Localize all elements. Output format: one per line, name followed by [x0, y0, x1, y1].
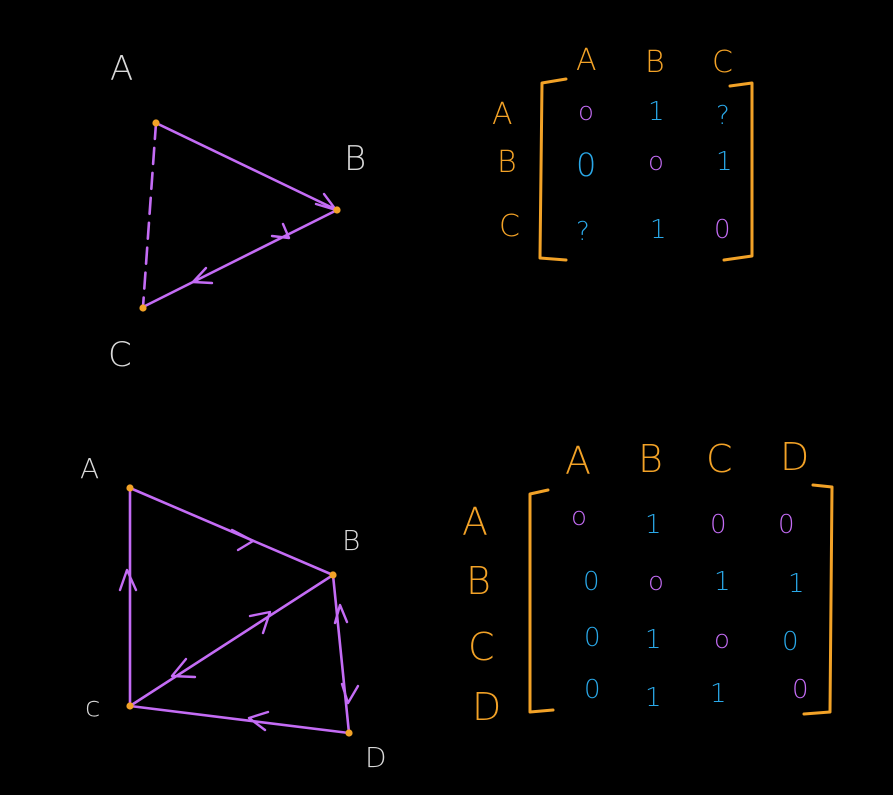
matrix-2: A B C D A B C D o 1 0 0 0 o 1 1 0 1 o 0 … [462, 435, 834, 729]
node-a [126, 484, 134, 492]
edge-b-c [141, 208, 339, 309]
matrix-2-row-header-c: C [468, 625, 495, 669]
arrowhead-d-to-b [333, 603, 349, 625]
matrix-1-left-bracket [538, 77, 568, 262]
matrix-1-cell: ? [576, 217, 590, 247]
node-c [139, 304, 147, 312]
node-label-b: B [342, 524, 360, 557]
graph-1: A B C [108, 49, 366, 375]
node-a [152, 119, 160, 127]
arrowhead-b-to-c [170, 657, 197, 679]
matrix-2-row-header-d: D [472, 685, 501, 729]
node-label-c: c [85, 690, 100, 723]
arrowhead-c-a [118, 568, 138, 592]
matrix-2-cell: 0 [584, 623, 601, 653]
node-label-a: A [110, 49, 133, 89]
matrix-1-right-bracket [722, 81, 754, 262]
arrowhead-b-to-c [191, 266, 214, 285]
edge-b-c [128, 573, 335, 708]
matrix-1-cell: 1 [650, 215, 667, 245]
edge-a-b [128, 486, 335, 577]
matrix-1-col-header-a: A [576, 43, 597, 78]
node-label-d: D [365, 741, 387, 774]
node-d [345, 729, 353, 737]
node-label-b: B [344, 139, 366, 179]
matrix-2-cell: o [648, 567, 664, 597]
matrix-2-cell: 1 [714, 567, 731, 597]
matrix-1-row-header-a: A [492, 97, 513, 132]
arrowhead-a-b [230, 528, 255, 552]
matrix-2-cell: 0 [710, 510, 727, 540]
matrix-2-cell: 1 [645, 683, 662, 713]
matrix-2-col-header-d: D [780, 435, 809, 479]
node-label-c: C [108, 335, 132, 375]
node-label-a: A [80, 452, 99, 485]
matrix-1-cell: 1 [716, 147, 733, 177]
matrix-2-col-header-b: B [638, 437, 663, 481]
graph-2: A B c D [80, 452, 387, 774]
edge-b-d [331, 573, 351, 735]
matrix-2-cell: 1 [645, 625, 662, 655]
node-b [329, 571, 337, 579]
matrix-2-right-bracket [802, 483, 834, 716]
matrix-1-col-header-c: C [712, 45, 733, 80]
edge-a-b [154, 121, 339, 212]
matrix-2-col-header-c: C [706, 437, 733, 481]
matrix-2-cell: 0 [782, 627, 799, 657]
matrix-2-cell: 0 [584, 675, 601, 705]
matrix-2-cell: 1 [788, 569, 805, 599]
matrix-2-cell: 0 [583, 567, 600, 597]
matrix-1-col-header-b: B [645, 45, 665, 80]
matrix-1-row-header-b: B [497, 145, 517, 180]
arrowhead-b-to-d [340, 682, 360, 705]
matrix-2-cell: 1 [710, 679, 727, 709]
matrix-1-cell: 1 [648, 97, 665, 127]
matrix-1-cell: o [578, 97, 594, 127]
matrix-2-cell: 0 [778, 510, 795, 540]
matrix-1: A B C A B C o 1 ? 0 o 1 ? 1 0 [492, 43, 754, 262]
node-c [126, 702, 134, 710]
matrix-2-cell: 0 [792, 675, 809, 705]
matrix-2-left-bracket [528, 488, 555, 714]
node-b [333, 206, 341, 214]
matrix-2-col-header-a: A [565, 439, 591, 483]
matrix-2-cell: o [571, 502, 587, 532]
matrix-2-row-header-a: A [462, 500, 488, 544]
matrix-2-row-header-b: B [466, 559, 491, 603]
arrowhead-c-to-b [248, 610, 272, 635]
matrix-1-cell: 0 [714, 215, 731, 245]
matrix-1-cell: ? [716, 101, 730, 131]
arrowhead-c-to-b [270, 222, 291, 240]
edge-d-c [128, 704, 351, 735]
matrix-1-cell: o [648, 147, 664, 177]
arrowhead-d-c [247, 710, 270, 732]
matrix-2-cell: o [714, 625, 730, 655]
edge-a-c-dashed [141, 121, 158, 309]
matrix-1-cell: 0 [576, 146, 596, 184]
matrix-2-cell: 1 [645, 510, 662, 540]
matrix-1-row-header-c: C [499, 209, 520, 244]
